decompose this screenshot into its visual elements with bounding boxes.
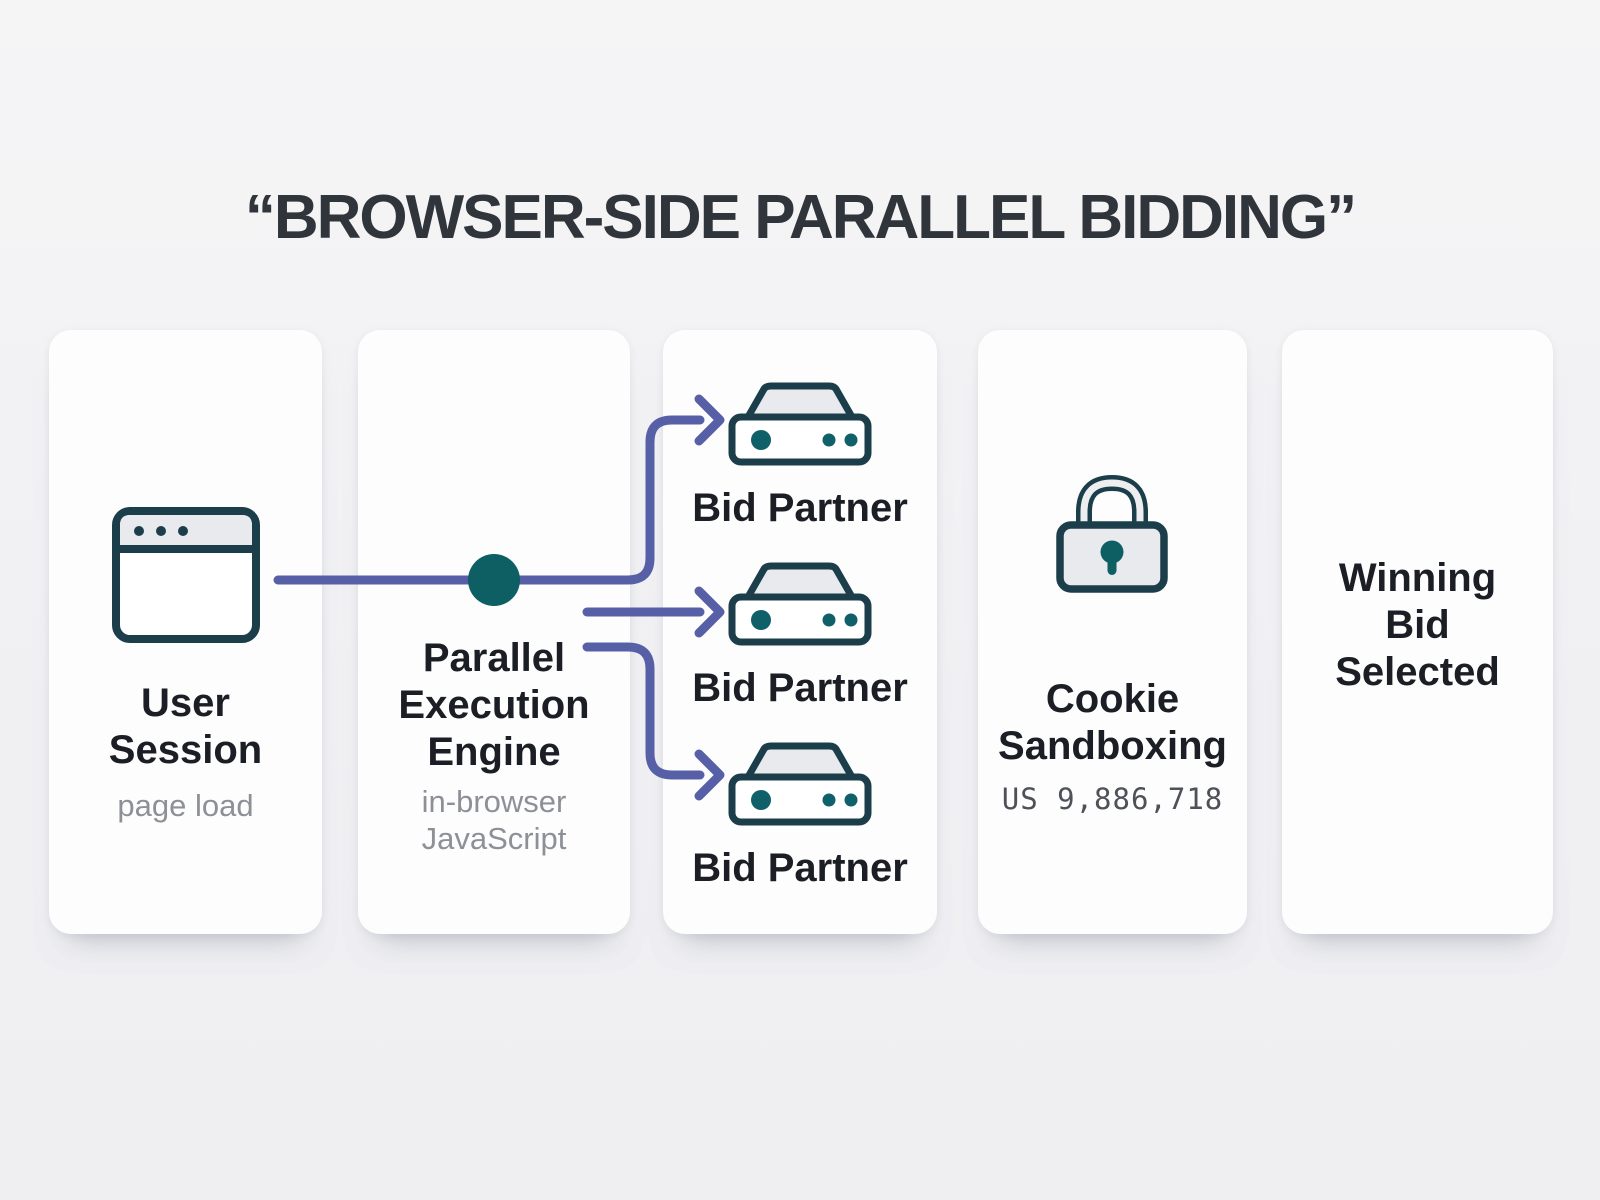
- card-title: Cookie Sandboxing: [978, 676, 1247, 770]
- server-icon: [727, 737, 873, 832]
- server-icon: [727, 377, 873, 472]
- card-winning-bid-selected: Winning Bid Selected: [1282, 330, 1553, 934]
- card-subtitle-line: JavaScript: [421, 821, 567, 856]
- card-title-line: Session: [108, 728, 263, 772]
- bid-partner-group: Bid Partner: [663, 557, 937, 712]
- card-subtitle: in-browser JavaScript: [358, 783, 630, 857]
- card-subtitle-line: in-browser: [421, 784, 567, 819]
- card-title-line: Parallel: [422, 636, 566, 680]
- card-user-session: User Session page load: [49, 330, 322, 934]
- card-title-line: Winning: [1338, 556, 1497, 600]
- card-title-line: User: [141, 681, 230, 725]
- bid-partner-group: Bid Partner: [663, 377, 937, 532]
- card-bid-partners: Bid Partner Bid Partner: [663, 330, 937, 934]
- server-icon: [727, 557, 873, 652]
- card-title: Winning Bid Selected: [1282, 555, 1553, 696]
- card-subtitle: page load: [49, 787, 322, 824]
- bid-partner-label: Bid Partner: [692, 486, 908, 530]
- card-title-line: Engine: [427, 730, 561, 774]
- card-title-line: Cookie: [1045, 677, 1180, 721]
- card-cookie-sandboxing: Cookie Sandboxing US 9,886,718: [978, 330, 1247, 934]
- card-parallel-execution-engine: Parallel Execution Engine in-browser Jav…: [358, 330, 630, 934]
- card-title: Parallel Execution Engine: [358, 635, 630, 776]
- card-title-line: Selected: [1335, 650, 1500, 694]
- card-title-line: Sandboxing: [998, 724, 1227, 768]
- browser-window-icon: [111, 506, 261, 644]
- page-title: “BROWSER-SIDE PARALLEL BIDDING”: [244, 183, 1357, 252]
- bid-partner-label: Bid Partner: [692, 846, 908, 890]
- bid-partner-group: Bid Partner: [663, 737, 937, 892]
- bid-partner-label: Bid Partner: [692, 666, 908, 710]
- patent-number: US 9,886,718: [1001, 782, 1224, 816]
- card-title: User Session: [49, 680, 322, 774]
- padlock-icon: [1056, 468, 1168, 594]
- card-title-line: Execution: [398, 683, 590, 727]
- card-subtitle-line: page load: [117, 788, 254, 823]
- card-title-line: Bid: [1385, 603, 1450, 647]
